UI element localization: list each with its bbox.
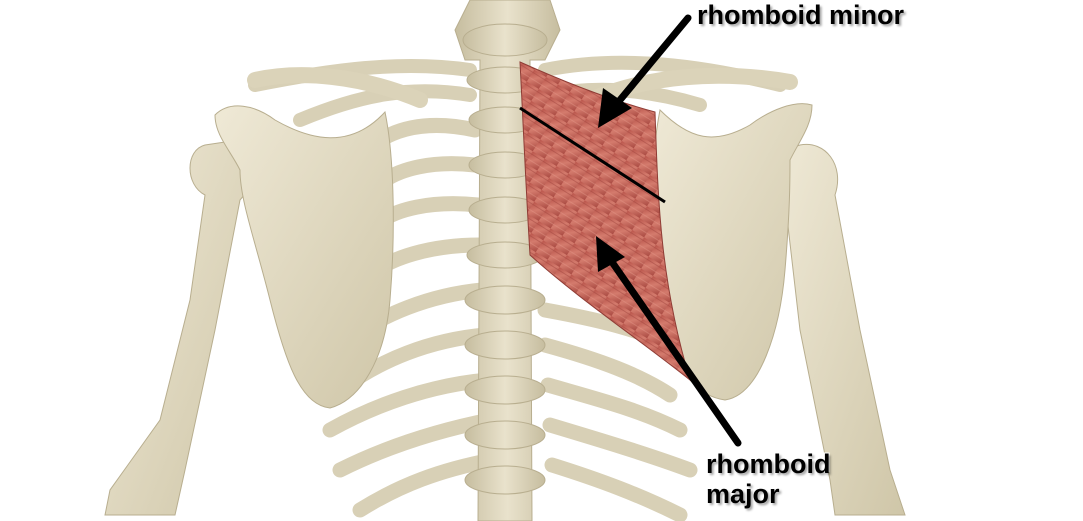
clavicle-right <box>582 67 798 108</box>
scapula-left <box>214 105 394 409</box>
arrow-rhomboid-major <box>596 236 742 447</box>
label-rhomboid-major: rhomboid major <box>706 449 830 509</box>
clavicle-left <box>247 67 428 108</box>
label-rhomboid-minor: rhomboid minor <box>697 0 904 30</box>
arrow-rhomboid-minor <box>598 14 692 128</box>
ribs-left <box>248 58 500 518</box>
label-rhomboid-major-line2: major <box>706 479 780 509</box>
spine <box>454 0 561 521</box>
label-rhomboid-major-line1: rhomboid <box>706 449 831 479</box>
rhomboid-divider-line <box>519 106 666 204</box>
humerus-left <box>104 141 249 516</box>
